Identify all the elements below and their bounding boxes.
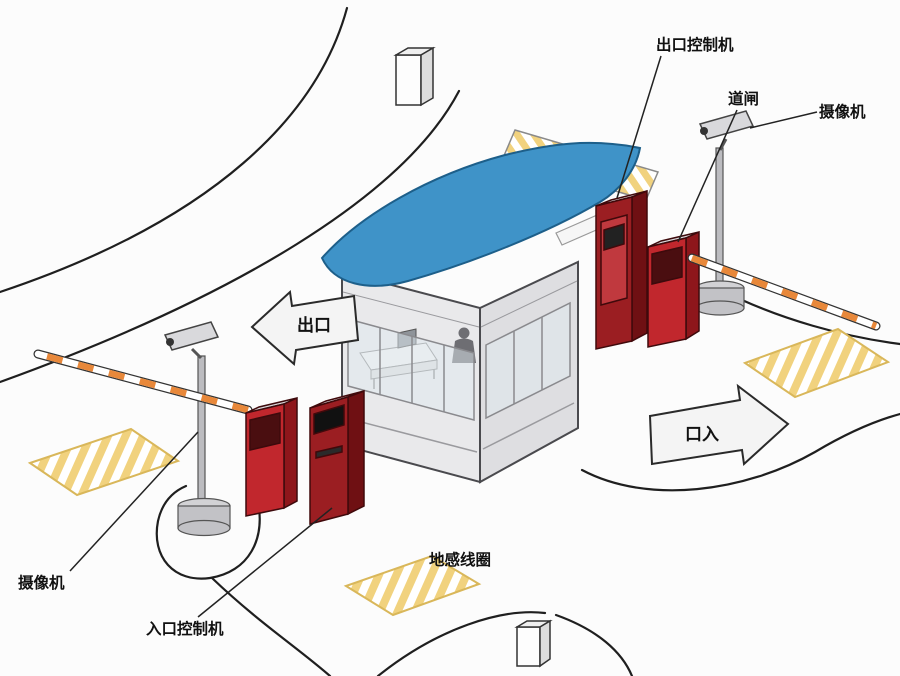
camera-left-pole xyxy=(197,355,206,513)
leader-barrier-gate xyxy=(677,109,738,243)
entrance-controller-screen xyxy=(313,403,345,436)
entrance-arrow xyxy=(648,383,790,467)
label-barrier-gate: 道闸 xyxy=(728,89,759,108)
barrier-arm-right-stripes xyxy=(690,254,878,330)
entrance-equipment xyxy=(33,349,365,525)
road-edge-bottomright-inner xyxy=(580,412,900,492)
camera-right-mount xyxy=(718,138,728,151)
exit-controller-screen xyxy=(603,222,625,252)
barrier-machine-left-side xyxy=(283,396,298,510)
camera-right xyxy=(695,110,755,316)
exit-equipment xyxy=(595,189,881,350)
canopy-blue-roof xyxy=(320,141,642,287)
text-labels: 出口控制机 道闸 摄像机 摄像机 入口控制机 地感线圈 xyxy=(18,35,866,638)
barrier-machine-left-panel xyxy=(249,412,281,451)
entrance-controller-machine xyxy=(309,389,365,525)
leader-exit-controller xyxy=(616,55,662,199)
camera-left-lens-icon xyxy=(166,338,174,346)
pillar-top-side xyxy=(420,46,434,107)
guard-booth xyxy=(341,260,579,484)
leader-camera-right xyxy=(749,111,818,129)
pillar-top-front xyxy=(395,54,422,106)
barrier-machine-right-panel xyxy=(651,246,683,285)
barrier-arm-left-stripes xyxy=(37,350,249,414)
road-edge-inner-topleft xyxy=(0,89,461,384)
pillar-top xyxy=(393,46,436,107)
label-entrance-controller: 入口控制机 xyxy=(146,619,224,638)
pillar-bottom-front xyxy=(516,626,541,667)
leader-lines xyxy=(69,55,818,618)
ground-loop-bottom xyxy=(343,554,482,617)
label-camera-right: 摄像机 xyxy=(819,102,866,121)
leader-camera-left xyxy=(69,431,199,572)
road-edge-outer-topleft xyxy=(0,6,349,294)
booth-side-groove xyxy=(482,402,575,450)
exit-arrow xyxy=(250,289,360,366)
barrier-machine-right-side xyxy=(685,230,700,341)
pillar-bottom xyxy=(514,619,553,668)
exit-controller-machine xyxy=(595,189,648,350)
ground-loop-right xyxy=(742,327,891,399)
camera-left-mount xyxy=(190,347,203,360)
attendant-head xyxy=(458,327,470,339)
island-teardrop-left xyxy=(155,484,261,580)
barrier-arm-left xyxy=(33,349,253,415)
camera-right-base-bottom xyxy=(695,300,745,316)
booth-side-topband xyxy=(480,280,578,328)
booth-front-topband xyxy=(342,291,480,328)
entrance-controller-slot xyxy=(315,445,343,459)
exit-sign-text: 出口 xyxy=(297,315,331,335)
entrance-sign-text: 口入 xyxy=(685,425,719,444)
leader-entrance-controller xyxy=(197,507,333,618)
ground-loops xyxy=(27,327,891,617)
label-ground-loop: 地感线圈 xyxy=(429,550,491,569)
camera-left xyxy=(163,321,231,537)
road-edge-bottom-right-of-pillar xyxy=(554,613,634,676)
road-edge-bottom-left-of-pillar xyxy=(376,611,547,676)
barrier-machine-left xyxy=(245,396,298,517)
label-exit-controller: 出口控制机 xyxy=(656,35,734,54)
barrier-arm-right xyxy=(687,253,881,331)
ground-loop-left xyxy=(27,427,181,497)
direction-arrows: 出口 口入 xyxy=(250,289,790,467)
entrance-controller-side xyxy=(347,389,365,516)
booth-front-groove xyxy=(345,417,478,453)
barrier-machine-right xyxy=(647,230,700,348)
exit-controller-side xyxy=(631,189,648,343)
road-edge-right-upper xyxy=(740,298,900,346)
label-camera-left: 摄像机 xyxy=(18,573,65,592)
pillar-bottom-side xyxy=(539,619,551,668)
camera-right-lens-icon xyxy=(700,127,708,135)
road-lines xyxy=(0,6,900,676)
camera-left-base-bottom xyxy=(177,519,231,537)
